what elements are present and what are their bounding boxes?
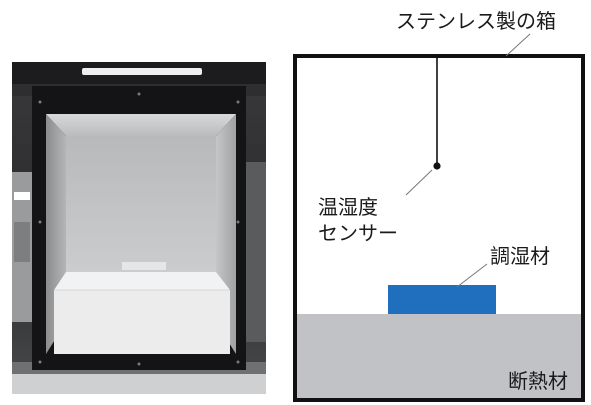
box-outline — [293, 54, 585, 402]
box-label: ステンレス製の箱 — [396, 9, 556, 33]
humidity-material-block — [388, 285, 496, 314]
sensor-label-line2: センサー — [318, 221, 398, 245]
humidity-material-label: 調湿材 — [490, 244, 550, 268]
insulation-area — [295, 314, 583, 400]
insulation-label: 断熱材 — [508, 369, 568, 393]
box-rivets — [38, 92, 240, 366]
box-leader-line — [505, 33, 531, 57]
sensor-leader-line — [405, 169, 433, 196]
humidity-leader-line — [456, 263, 488, 288]
insulation-block — [54, 262, 230, 354]
box-photo — [12, 62, 266, 394]
sensor-dot — [433, 162, 441, 170]
sensor-label-line1: 温湿度 — [318, 195, 378, 219]
